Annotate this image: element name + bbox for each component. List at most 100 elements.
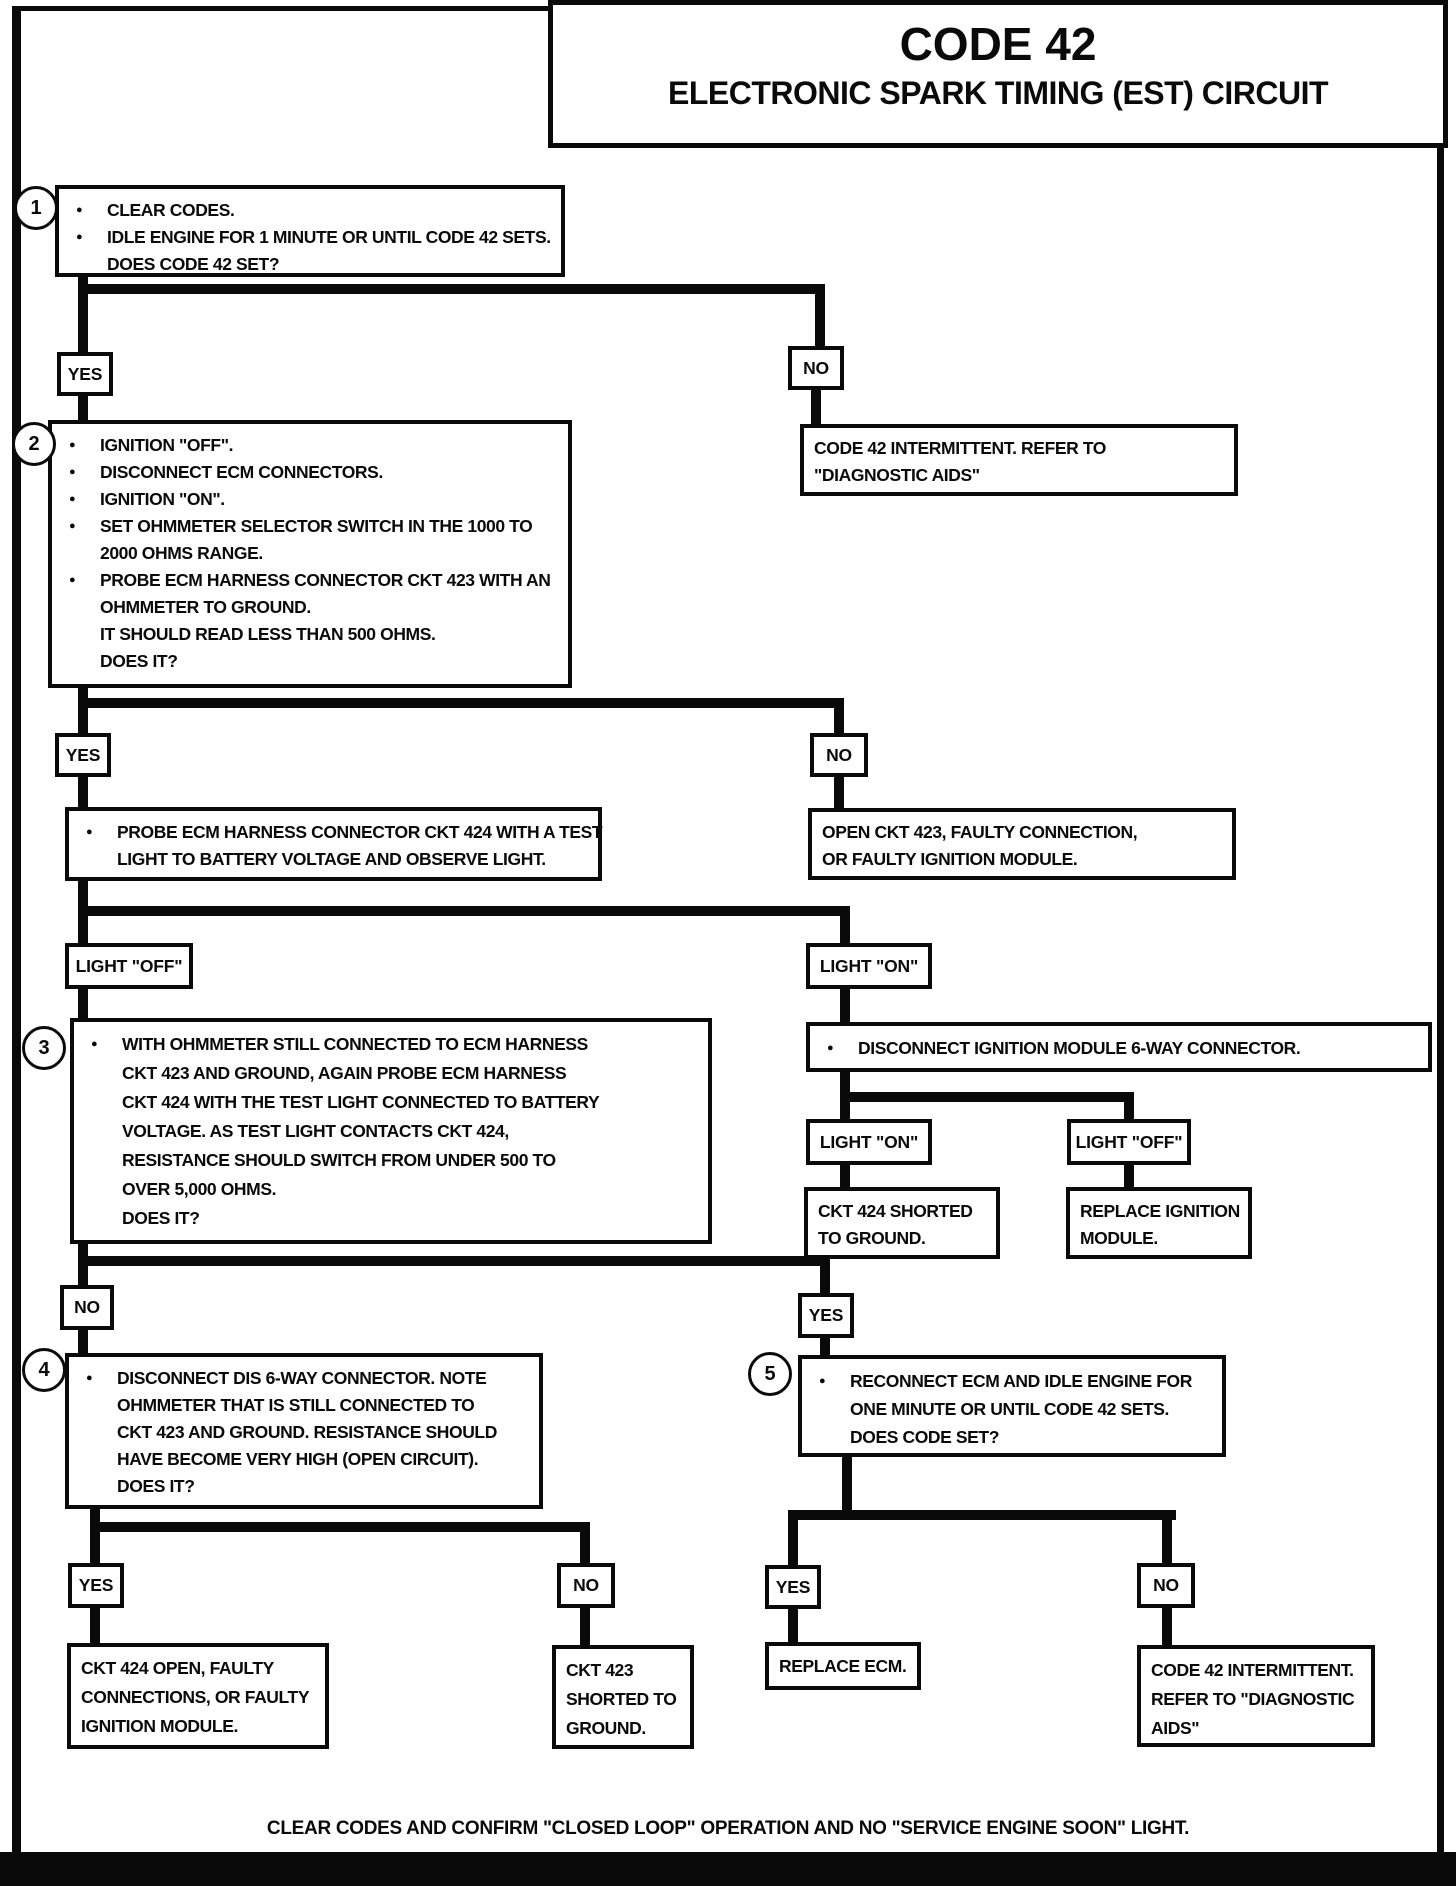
instruction-line: VOLTAGE. AS TEST LIGHT CONTACTS CKT 424, [122, 1121, 509, 1141]
branch-label-no-3: NO [60, 1285, 114, 1330]
instruction-line: CKT 423 AND GROUND. RESISTANCE SHOULD [117, 1422, 497, 1442]
connector-line [580, 1606, 590, 1647]
branch-label-yes-3: YES [798, 1293, 854, 1338]
connector-line [834, 775, 844, 810]
label-text: NO [826, 744, 852, 765]
instruction-line: PROBE ECM HARNESS CONNECTOR CKT 423 WITH… [64, 567, 560, 594]
instruction-line: SET OHMMETER SELECTOR SWITCH IN THE 1000… [64, 513, 560, 540]
label-text: YES [775, 1576, 811, 1597]
page-border-bottom-bar [0, 1852, 1456, 1886]
step-number: 2 [28, 432, 40, 455]
instruction-line: RESISTANCE SHOULD SWITCH FROM UNDER 500 … [122, 1150, 556, 1170]
connector-line [834, 698, 844, 735]
connector-line [1124, 1092, 1134, 1121]
code42-intermittent-2-box: CODE 42 INTERMITTENT. REFER TO "DIAGNOST… [1137, 1645, 1375, 1747]
connector-line [78, 275, 88, 354]
result-line: REPLACE IGNITION [1080, 1201, 1240, 1221]
connector-line [580, 1522, 590, 1565]
instruction-line: DISCONNECT ECM CONNECTORS. [64, 459, 560, 486]
step-1-instruction-box: CLEAR CODES. IDLE ENGINE FOR 1 MINUTE OR… [55, 185, 565, 277]
page-title: CODE 42 [899, 18, 1097, 70]
step-4-instruction-box: DISCONNECT DIS 6-WAY CONNECTOR. NOTE OHM… [65, 1353, 543, 1509]
result-line: CODE 42 INTERMITTENT. REFER TO [814, 438, 1107, 458]
instruction-line: LIGHT TO BATTERY VOLTAGE AND OBSERVE LIG… [117, 849, 546, 869]
connector-line [820, 1336, 830, 1357]
branch-label-no-1: NO [788, 346, 844, 390]
step-number: 4 [38, 1358, 50, 1381]
instruction-line: OHMMETER THAT IS STILL CONNECTED TO [117, 1395, 475, 1415]
step-circle-3: 3 [22, 1026, 66, 1070]
label-text: NO [74, 1297, 100, 1317]
question-line: DOES IT? [100, 651, 178, 671]
instruction-line: CLEAR CODES. [71, 197, 553, 224]
connector-line [788, 1607, 798, 1644]
question-line: DOES CODE 42 SET? [107, 254, 280, 274]
label-text: YES [67, 363, 103, 384]
question-line: DOES IT? [117, 1476, 195, 1496]
step-number: 3 [38, 1036, 50, 1059]
page-subtitle: ELECTRONIC SPARK TIMING (EST) CIRCUIT [668, 75, 1329, 111]
step-circle-2: 2 [12, 422, 56, 466]
title-box: CODE 42 ELECTRONIC SPARK TIMING (EST) CI… [548, 0, 1448, 148]
step-circle-5: 5 [748, 1352, 792, 1396]
instruction-line: DISCONNECT IGNITION MODULE 6-WAY CONNECT… [822, 1035, 1420, 1062]
ckt424-shorted-result-box: CKT 424 SHORTED TO GROUND. [804, 1187, 1000, 1259]
branch-label-yes-5: YES [765, 1565, 821, 1609]
label-text: NO [573, 1575, 599, 1595]
step-circle-1: 1 [14, 186, 58, 230]
instruction-line: RECONNECT ECM AND IDLE ENGINE FOR [814, 1367, 1214, 1395]
step-number: 1 [30, 196, 42, 219]
instruction-line: HAVE BECOME VERY HIGH (OPEN CIRCUIT). [117, 1449, 479, 1469]
branch-label-light-off-1: LIGHT "OFF" [65, 943, 193, 989]
result-line: GROUND. [566, 1718, 646, 1738]
branch-label-yes-2: YES [55, 733, 111, 777]
label-text: LIGHT "ON" [819, 1131, 919, 1152]
branch-label-no-5: NO [1137, 1563, 1195, 1608]
connector-line [1124, 1163, 1134, 1189]
connector-line [78, 906, 850, 916]
connector-line [90, 1522, 590, 1532]
step-5-instruction-box: RECONNECT ECM AND IDLE ENGINE FOR ONE MI… [798, 1355, 1226, 1457]
label-text: NO [1153, 1575, 1179, 1595]
result-line: SHORTED TO [566, 1689, 677, 1709]
result-line: REPLACE ECM. [779, 1656, 907, 1676]
result-line: CKT 424 SHORTED [818, 1201, 973, 1221]
result-line: OPEN CKT 423, FAULTY CONNECTION, [822, 822, 1138, 842]
branch-label-no-2: NO [810, 733, 868, 777]
instruction-line: PROBE ECM HARNESS CONNECTOR CKT 424 WITH… [81, 819, 603, 846]
connector-line [90, 1606, 100, 1645]
instruction-line: IGNITION "OFF". [64, 432, 560, 459]
instruction-line: DISCONNECT DIS 6-WAY CONNECTOR. NOTE [81, 1365, 531, 1392]
result-line: REFER TO "DIAGNOSTIC [1151, 1689, 1355, 1709]
branch-label-light-on-2: LIGHT "ON" [806, 1119, 932, 1165]
instruction-line: WITH OHMMETER STILL CONNECTED TO ECM HAR… [86, 1030, 700, 1059]
connector-line [815, 284, 825, 348]
connector-line [78, 698, 844, 708]
instruction-line: IGNITION "ON". [64, 486, 560, 513]
result-line: CKT 424 OPEN, FAULTY [81, 1658, 274, 1678]
label-text: YES [808, 1305, 844, 1325]
result-line: IGNITION MODULE. [81, 1716, 238, 1736]
connector-line [788, 1510, 798, 1567]
connector-line [78, 776, 88, 809]
result-line: AIDS" [1151, 1718, 1200, 1738]
connector-line [840, 1163, 850, 1189]
disconnect-ignition-module-box: DISCONNECT IGNITION MODULE 6-WAY CONNECT… [806, 1022, 1432, 1072]
connector-line [840, 1092, 1134, 1102]
instruction-line: 2000 OHMS RANGE. [100, 543, 263, 563]
connector-line [811, 388, 821, 426]
instruction-line: IDLE ENGINE FOR 1 MINUTE OR UNTIL CODE 4… [71, 224, 553, 251]
label-text: LIGHT "ON" [819, 955, 919, 976]
footer-note: CLEAR CODES AND CONFIRM "CLOSED LOOP" OP… [266, 1818, 1190, 1839]
result-line: "DIAGNOSTIC AIDS" [814, 465, 980, 485]
ckt424-open-result-box: CKT 424 OPEN, FAULTY CONNECTIONS, OR FAU… [67, 1643, 329, 1749]
instruction-line: OHMMETER TO GROUND. [100, 597, 311, 617]
result-line: CONNECTIONS, OR FAULTY [81, 1687, 310, 1707]
step-2-instruction-box: IGNITION "OFF". DISCONNECT ECM CONNECTOR… [48, 420, 572, 688]
connector-line [78, 1328, 88, 1355]
connector-line [1162, 1510, 1172, 1565]
branch-label-light-on-1: LIGHT "ON" [806, 943, 932, 989]
question-line: DOES IT? [122, 1208, 200, 1228]
step-number: 5 [764, 1362, 776, 1385]
